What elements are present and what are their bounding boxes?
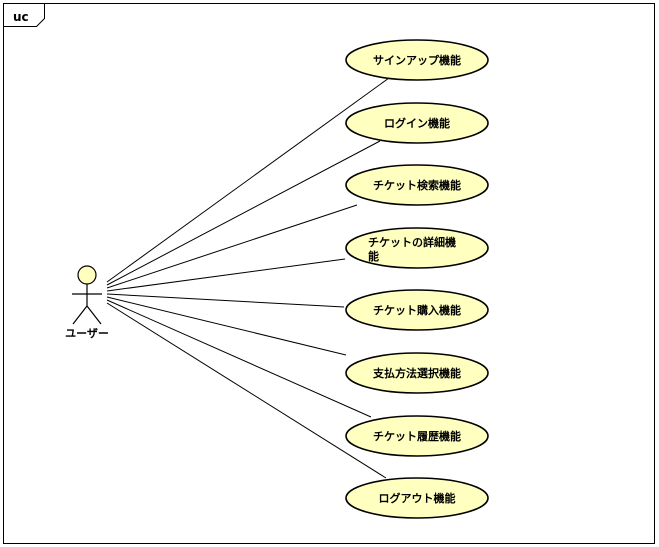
use-case-ellipse [345,227,489,269]
use-case-label: チケット履歴機能 [373,429,461,443]
use-case-ellipse [345,164,489,206]
use-case[interactable]: ログイン機能 [345,102,489,144]
use-case-label-line: チケットの詳細機 [368,235,456,249]
association-line [106,293,345,308]
association-line [106,140,381,286]
use-case[interactable]: チケット購入機能 [345,289,489,331]
actor-right-leg [86,305,102,325]
association-line [106,296,347,356]
actor-left-leg [72,305,88,325]
use-case-list: サインアップ機能ログイン機能チケット検索機能チケットの詳細機能チケット購入機能支… [345,39,489,519]
association-line [106,204,358,289]
use-case[interactable]: ログアウト機能 [345,477,489,519]
use-case-ellipse [345,39,489,81]
use-case-label: 支払方法選択機能 [372,366,461,380]
use-case-label: ログアウト機能 [379,491,456,505]
actor-head [77,265,97,285]
use-case-label: チケット購入機能 [373,303,461,317]
use-case-ellipse [345,477,489,519]
association-line [106,299,372,418]
diagram-frame [3,3,655,544]
use-case-label: ログイン機能 [384,116,450,130]
use-case-ellipse [345,415,489,457]
frame-label: uc [13,10,29,24]
use-case-label: サインアップ機能 [373,53,461,67]
association-line [106,258,346,292]
use-case[interactable]: チケット履歴機能 [345,415,489,457]
actor-label: ユーザー [65,327,109,340]
use-case-ellipse [345,289,489,331]
association-lines [106,77,390,479]
association-line [106,77,390,283]
use-case[interactable]: 支払方法選択機能 [345,352,489,394]
use-case-label-line: 能 [368,249,379,263]
use-case[interactable]: チケット検索機能 [345,164,489,206]
use-case-ellipse [345,352,489,394]
use-case-label: チケット検索機能 [373,178,461,192]
use-case-ellipse [345,102,489,144]
use-case[interactable]: サインアップ機能 [345,39,489,81]
actor-user[interactable]: ユーザー [65,265,109,340]
frame-tab [3,3,45,27]
association-line [106,302,387,479]
